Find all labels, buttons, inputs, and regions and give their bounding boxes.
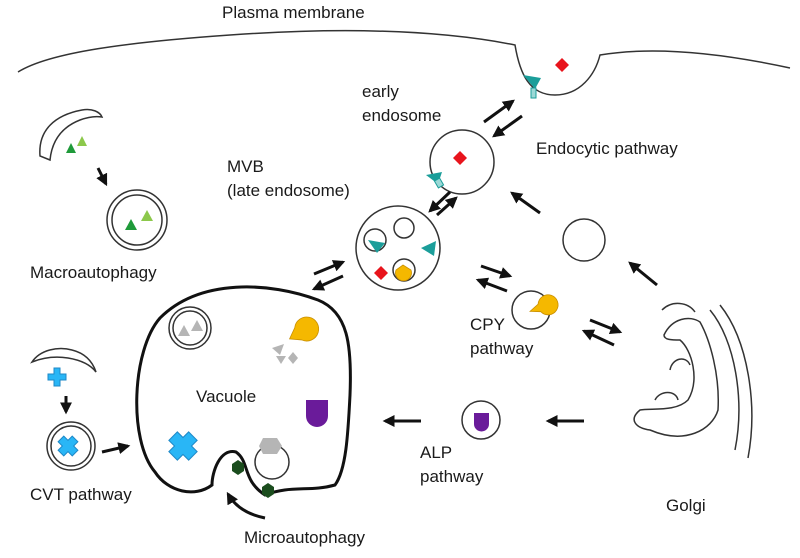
plasma-membrane-label: Plasma membrane <box>222 3 365 22</box>
early-endosome <box>426 129 495 195</box>
vesicle-to-early-arrow <box>510 191 541 215</box>
mvb-vacuole-arrows <box>311 260 346 291</box>
alp-pathway-label-2: pathway <box>420 467 484 486</box>
plasma-membrane <box>17 29 791 96</box>
endocytic-pathway-label: Endocytic pathway <box>536 139 678 158</box>
alp-pathway-label-1: ALP <box>420 443 452 462</box>
mvb-label-2: (late endosome) <box>227 181 350 200</box>
cpy-pathway-label-2: pathway <box>470 339 534 358</box>
early-endosome-label-2: endosome <box>362 106 441 125</box>
cvt-phagophore <box>30 347 97 387</box>
macroautophagy-arrow <box>96 167 108 187</box>
cpy-pathway-label-1: CPY <box>470 315 505 334</box>
macroautophagy-phagophore <box>39 108 104 162</box>
mvb-label-1: MVB <box>227 157 264 176</box>
golgi-cpy-arrows <box>581 318 623 347</box>
cpy-vesicle <box>511 290 559 330</box>
early-endosome-label-1: early <box>362 82 399 101</box>
golgi-to-vesicle-arrow <box>628 261 658 287</box>
macroautophagy-label: Macroautophagy <box>30 263 157 282</box>
mvb-late-endosome <box>355 205 441 291</box>
cvt-vesicle <box>46 421 96 471</box>
autophagosome <box>106 189 168 251</box>
cvt-pathway-label: CVT pathway <box>30 485 132 504</box>
microautophagy-label: Microautophagy <box>244 528 365 547</box>
endocytic-arrows <box>483 99 523 138</box>
golgi-label: Golgi <box>666 496 706 515</box>
endocytic-pit-cargo <box>523 58 569 99</box>
early-to-mvb-arrows <box>428 190 458 217</box>
vacuole-label: Vacuole <box>196 387 256 406</box>
cvt-arrow-to-vacuole <box>101 442 131 455</box>
cpy-mvb-arrows <box>475 264 513 293</box>
golgi-transport-vesicle <box>562 218 606 262</box>
golgi <box>633 302 753 459</box>
microautophagy-arrow <box>226 491 266 520</box>
vacuole <box>135 285 352 498</box>
alp-vesicle <box>461 400 501 440</box>
